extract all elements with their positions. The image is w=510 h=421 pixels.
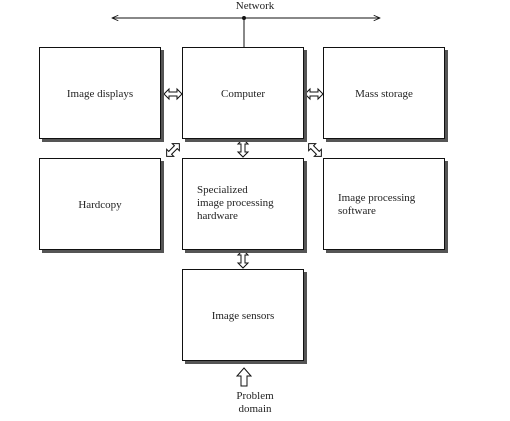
arrow-computer-storage bbox=[304, 87, 324, 101]
image-processing-software-box: Image processing software bbox=[323, 158, 445, 250]
arrow-hardware-sensors bbox=[236, 249, 250, 269]
specialized-hardware-box: Specialized image processing hardware bbox=[182, 158, 304, 250]
network-label: Network bbox=[235, 0, 275, 12]
arrow-computer-software bbox=[308, 143, 322, 157]
image-sensors-box: Image sensors bbox=[182, 269, 304, 361]
image-displays-box: Image displays bbox=[39, 47, 161, 139]
hardcopy-box: Hardcopy bbox=[39, 158, 161, 250]
hardcopy-label: Hardcopy bbox=[78, 199, 122, 211]
arrow-problem-domain-up bbox=[235, 367, 253, 387]
image-processing-software-label: Image processing software bbox=[338, 192, 416, 217]
arrow-computer-hardcopy bbox=[166, 143, 180, 157]
network-bus bbox=[112, 16, 380, 47]
image-sensors-label: Image sensors bbox=[211, 310, 275, 322]
computer-box: Computer bbox=[182, 47, 304, 139]
problem-domain-label: Problem domain bbox=[236, 390, 274, 415]
computer-label: Computer bbox=[221, 88, 265, 100]
mass-storage-box: Mass storage bbox=[323, 47, 445, 139]
specialized-hardware-label: Specialized image processing hardware bbox=[197, 184, 274, 222]
mass-storage-label: Mass storage bbox=[355, 88, 413, 100]
arrow-displays-computer bbox=[163, 87, 183, 101]
arrow-computer-hardware bbox=[236, 138, 250, 158]
image-displays-label: Image displays bbox=[66, 88, 134, 100]
